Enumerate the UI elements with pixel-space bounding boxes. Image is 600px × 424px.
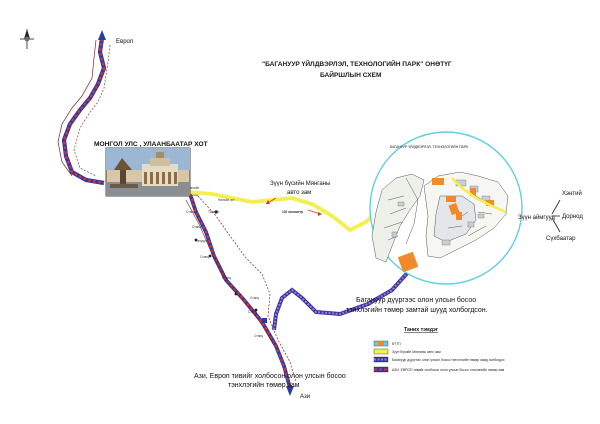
trans-railway-north	[57, 30, 111, 186]
svg-text:Налайх хот: Налайх хот	[218, 198, 235, 202]
city-label: МОНГОЛ УЛС , УЛААНБААТАР ХОТ	[94, 141, 208, 148]
label-dornod: Дорнод	[562, 214, 583, 220]
trans-note-line-1: Ази, Европ тивийг холбосон олон улсын бо…	[194, 372, 346, 380]
svg-text:Багануур дүүргээс олон улсын б: Багануур дүүргээс олон улсын босоо тэнхл…	[392, 358, 505, 362]
svg-text:130 километр: 130 километр	[282, 210, 303, 214]
baganuur-spur-railway	[272, 250, 424, 331]
svg-text:Налайх: Налайх	[188, 186, 199, 190]
legend-item-trans: АЗИ, ЕВРОП тивийг холбосон олон улсын бо…	[373, 366, 505, 373]
svg-text:Станц: Станц	[248, 310, 257, 314]
label-europe: Европ	[116, 39, 133, 45]
svg-text:Станц: Станц	[192, 225, 201, 229]
label-asia: Ази	[300, 394, 310, 400]
park-area	[369, 131, 523, 285]
km-marker: 130 километр	[265, 197, 322, 216]
trans-note-line-2: тэнхлэгийн төмөр зам	[228, 381, 300, 389]
svg-text:Зүүн бүсийн Мянганы авто зам: Зүүн бүсийн Мянганы авто зам	[392, 350, 441, 354]
station-labels: Зам Станц Толгойт Станц Гачуурт Станц Ст…	[186, 193, 267, 338]
legend-item-park: БҮТП	[373, 340, 401, 347]
trans-railway-south	[185, 193, 297, 396]
title-line-2: БАЙРШЛЫН СХЕМ	[320, 70, 382, 79]
svg-text:Станц: Станц	[250, 296, 259, 300]
north-arrow-icon	[20, 29, 34, 49]
road-label-line-2: авто зам	[287, 190, 311, 196]
road-label-line-1: Зүүн бүсийн Мянганы	[270, 180, 330, 187]
svg-text:Станц: Станц	[222, 276, 231, 280]
rail-note-line-2: тэнхлэгийн төмөр замтай шууд холбогдсон.	[346, 306, 488, 314]
svg-text:Гачуурт: Гачуурт	[196, 239, 208, 243]
label-hentii: Хэнтий	[562, 190, 582, 197]
label-zuun-aimguud: Зүүн аймгууд	[518, 214, 555, 221]
svg-text:Станц: Станц	[254, 334, 263, 338]
svg-text:Толгойт: Толгойт	[208, 210, 220, 214]
legend-item-road: Зүүн бүсийн Мянганы авто зам	[373, 348, 441, 355]
svg-text:АЗИ, ЕВРОП тивийг холбосон оло: АЗИ, ЕВРОП тивийг холбосон олон улсын бо…	[392, 368, 505, 372]
legend-item-spur: Багануур дүүргээс олон улсын босоо тэнхл…	[373, 356, 505, 363]
east-branches	[551, 199, 561, 233]
rail-note-line-1: Багануур дүүргээс олон улсын босоо	[356, 296, 476, 304]
svg-text:Станц: Станц	[186, 210, 195, 214]
svg-text:Станц: Станц	[200, 255, 209, 259]
title-line-1: "БАГАНУУР ҮЙЛДВЭРЛЭЛ, ТЕХНОЛОГИЙН ПАРК" …	[262, 59, 452, 68]
svg-text:Зам: Зам	[192, 193, 198, 197]
park-ring-label: БАГАНУУР ҮЙЛДВЭРЛЭЛ, ТЕХНОЛОГИЙН ПАРК	[390, 145, 468, 149]
legend: Таних тэмдэг БҮТП Зүүн бүсийн Мянганы ав…	[373, 327, 505, 373]
city-photo	[105, 147, 191, 197]
legend-title: Таних тэмдэг	[404, 327, 439, 333]
svg-text:БҮТП: БҮТП	[392, 342, 401, 346]
label-suhbaatar: Сүхбаатар	[546, 236, 576, 242]
